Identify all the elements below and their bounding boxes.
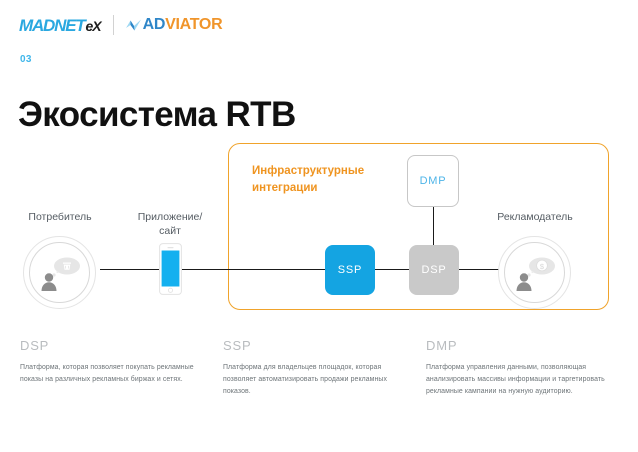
legend-item-ssp: SSP Платформа для владельцев площадок, к…: [223, 338, 426, 398]
actor-consumer[interactable]: [23, 236, 96, 309]
label-advertiser: Рекламодатель: [497, 211, 573, 223]
node-ssp-label: SSP: [337, 264, 363, 276]
actor-advertiser[interactable]: $: [498, 236, 571, 309]
infrastructure-title-line-2: интеграции: [252, 181, 318, 194]
infrastructure-integrations-group: [228, 143, 609, 310]
label-consumer: Потребитель: [28, 211, 92, 223]
smartphone-icon[interactable]: [159, 243, 182, 295]
adviator-logo-prefix: AD: [142, 16, 166, 33]
glossary-legend: DSP Платформа, которая позволяет покупат…: [0, 338, 638, 398]
node-dmp[interactable]: DMP: [407, 155, 459, 207]
logo-divider: [112, 15, 114, 35]
label-app-line-2: сайт: [159, 225, 181, 238]
header-logo-bar: MADNET eX AD VIATOR: [19, 12, 223, 38]
adviator-logo[interactable]: AD VIATOR: [125, 17, 223, 33]
rtb-ecosystem-diagram: [0, 130, 638, 325]
legend-description-dsp: Платформа, которая позволяет покупать ре…: [20, 364, 194, 384]
infrastructure-title-line-1: Инфраструктурные: [252, 165, 365, 177]
node-dmp-label: DMP: [419, 175, 447, 187]
actor-consumer-ring: [29, 242, 90, 303]
legend-description-dmp: Платформа управления данными, позволяюща…: [426, 364, 605, 396]
infrastructure-integrations-title: Инфраструктурные интеграции: [252, 163, 402, 196]
connector-dsp-to-advertiser: [459, 269, 499, 271]
node-dsp-label: DSP: [421, 264, 447, 276]
madnet-logo-suffix: eX: [85, 17, 102, 34]
connector-consumer-to-app: [100, 269, 159, 271]
slide-number: 03: [20, 54, 32, 65]
madnet-logo[interactable]: MADNET eX: [19, 15, 102, 35]
actor-advertiser-ring: [504, 242, 565, 303]
connector-dmp-to-dsp: [433, 207, 435, 245]
legend-term-ssp: SSP: [223, 338, 252, 353]
node-dsp[interactable]: DSP: [409, 245, 459, 295]
connector-ssp-to-dsp: [375, 269, 409, 271]
legend-description-ssp: Платформа для владельцев площадок, котор…: [223, 364, 388, 396]
svg-text:$: $: [540, 262, 545, 271]
node-ssp[interactable]: SSP: [325, 245, 375, 295]
legend-item-dsp: DSP Платформа, которая позволяет покупат…: [20, 338, 223, 398]
legend-item-dmp: DMP Платформа управления данными, позвол…: [426, 338, 629, 398]
connector-app-to-ssp: [182, 269, 325, 271]
page-title: Экосистема RTB: [18, 95, 296, 135]
label-app: Приложение/ сайт: [122, 210, 218, 238]
madnet-logo-word: MADNET: [19, 15, 86, 35]
legend-term-dsp: DSP: [20, 338, 50, 353]
legend-term-dmp: DMP: [426, 338, 458, 353]
label-app-line-1: Приложение/: [137, 211, 203, 223]
adviator-logo-suffix: VIATOR: [165, 16, 223, 33]
adviator-checkmark-icon: [125, 18, 142, 32]
